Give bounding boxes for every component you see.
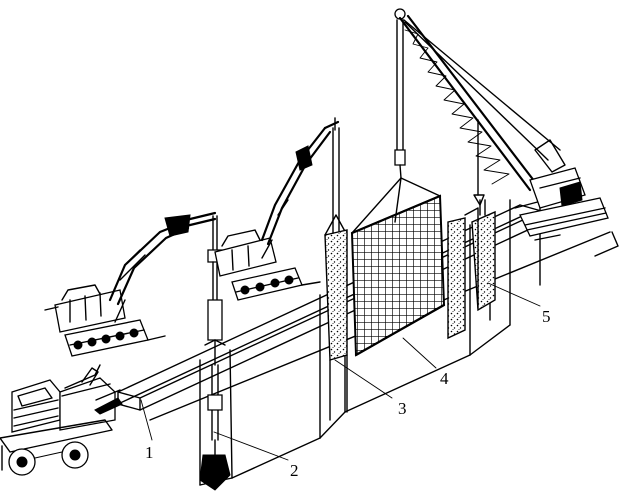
left-excavator [44,211,217,357]
grab-cable-and-bucket [199,215,231,491]
crane-sling [351,8,441,234]
label-2: 2 [290,461,299,480]
label-3: 3 [398,399,407,418]
dump-truck [0,364,123,476]
leader-lines [140,282,541,461]
panel-joint [447,199,496,340]
tremie-pipe [324,127,348,236]
label-4: 4 [440,369,449,388]
middle-excavator [214,117,340,301]
label-5: 5 [542,307,551,326]
concrete-panel [324,229,348,421]
crawler-crane [398,14,609,241]
label-1: 1 [145,443,154,462]
reinforcement-cage [350,194,446,357]
